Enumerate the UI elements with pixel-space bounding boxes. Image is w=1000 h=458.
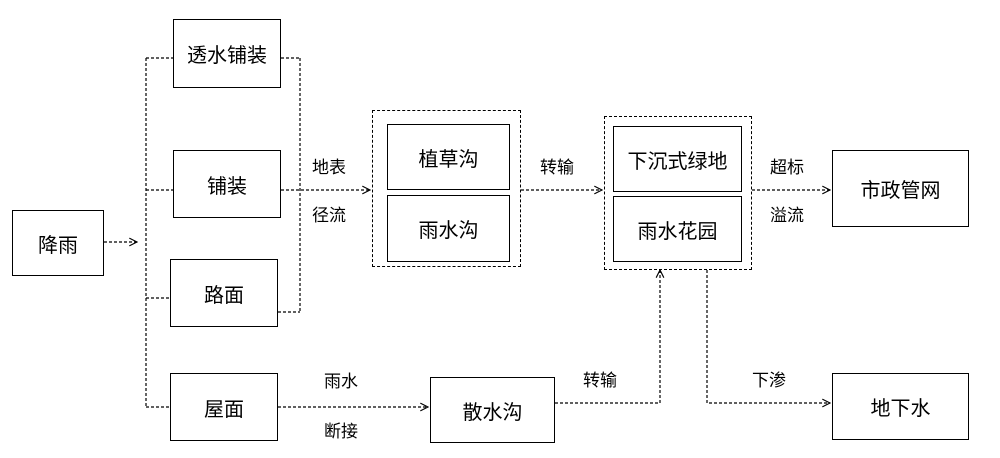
sunken-green-label: 下沉式绿地 bbox=[627, 148, 728, 173]
groundwater-label: 地下水 bbox=[870, 396, 931, 420]
roof-label: 屋面 bbox=[204, 396, 244, 421]
road-box: 路面 bbox=[170, 259, 278, 327]
rainfall-box: 降雨 bbox=[12, 210, 104, 276]
edge-label-surface: 地表 bbox=[312, 158, 346, 178]
permeable-paving-label: 透水铺装 bbox=[187, 43, 267, 67]
arrow-transfer-bottom bbox=[555, 270, 660, 404]
scatter-ditch-box: 散水沟 bbox=[430, 377, 555, 443]
rain-ditch-label: 雨水沟 bbox=[418, 218, 479, 242]
edge-label-overflow: 溢流 bbox=[770, 206, 804, 226]
edge-label-infiltrate: 下渗 bbox=[752, 371, 786, 391]
rain-ditch-box: 雨水沟 bbox=[387, 195, 510, 262]
municipal-network-box: 市政管网 bbox=[832, 150, 969, 227]
groundwater-box: 地下水 bbox=[832, 373, 969, 440]
road-label: 路面 bbox=[204, 282, 244, 307]
edge-label-rainwater: 雨水 bbox=[324, 372, 358, 392]
roof-box: 屋面 bbox=[170, 373, 278, 441]
grass-swale-box: 植草沟 bbox=[387, 124, 510, 190]
rain-garden-label: 雨水花园 bbox=[637, 218, 718, 243]
bioretention-group bbox=[604, 116, 752, 270]
municipal-network-label: 市政管网 bbox=[860, 178, 941, 202]
permeable-paving-box: 透水铺装 bbox=[173, 19, 281, 88]
grass-swale-label: 植草沟 bbox=[418, 146, 479, 171]
edge-label-transfer-top: 转输 bbox=[540, 158, 574, 178]
rain-garden-box: 雨水花园 bbox=[613, 196, 742, 262]
edge-label-runoff: 径流 bbox=[312, 206, 346, 226]
paving-label: 铺装 bbox=[207, 173, 247, 198]
edge-label-transfer-bottom: 转输 bbox=[583, 371, 617, 391]
edge-label-disconnect: 断接 bbox=[324, 422, 358, 442]
arrow-infiltrate bbox=[706, 270, 830, 403]
edge-label-exceed: 超标 bbox=[770, 158, 804, 178]
paving-box: 铺装 bbox=[173, 150, 281, 218]
scatter-ditch-label: 散水沟 bbox=[462, 399, 523, 424]
sunken-green-box: 下沉式绿地 bbox=[613, 126, 742, 192]
swale-group bbox=[372, 110, 521, 267]
rainfall-label: 降雨 bbox=[38, 232, 78, 257]
